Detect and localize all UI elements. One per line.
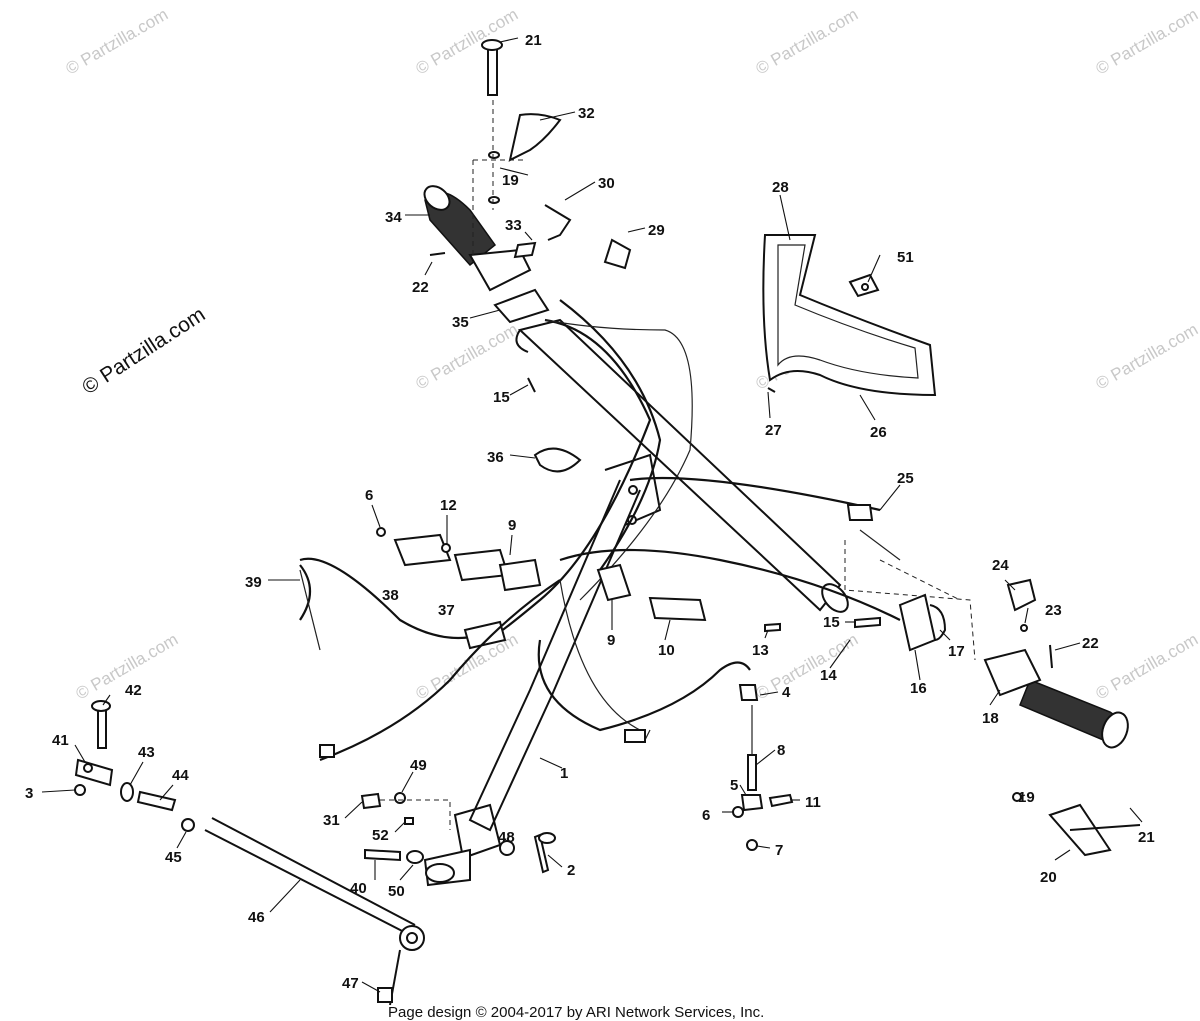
part-number-label: 21	[1138, 829, 1155, 846]
part-number-label: 12	[440, 497, 457, 514]
part-number-label: 48	[498, 829, 515, 846]
part-number-label: 46	[248, 909, 265, 926]
part-number-label: 19	[502, 172, 519, 189]
part-number-label: 5	[730, 777, 738, 794]
part-number-label: 43	[138, 744, 155, 761]
part-number-label: 2	[567, 862, 575, 879]
part-number-label: 10	[658, 642, 675, 659]
part-number-label: 21	[525, 32, 542, 49]
watermark: © Partzilla.com	[753, 630, 862, 704]
part-number-label: 7	[775, 842, 783, 859]
right-grip-assembly	[845, 540, 1140, 855]
part-number-label: 36	[487, 449, 504, 466]
part-number-label: 29	[648, 222, 665, 239]
part-number-label: 26	[870, 424, 887, 441]
tie-rod	[205, 818, 424, 1005]
part-number-label: 52	[372, 827, 389, 844]
part-number-label: 3	[25, 785, 33, 802]
watermark: © Partzilla.com	[1093, 320, 1200, 394]
part-number-label: 30	[598, 175, 615, 192]
part-number-label: 23	[1045, 602, 1062, 619]
part-number-label: 15	[823, 614, 840, 631]
part-number-label: 9	[508, 517, 516, 534]
part-number-label: 22	[1082, 635, 1099, 652]
part-number-label: 9	[607, 632, 615, 649]
part-number-label: 35	[452, 314, 469, 331]
part-number-label: 22	[412, 279, 429, 296]
part-number-label: 8	[777, 742, 785, 759]
part-number-label: 31	[323, 812, 340, 829]
part-number-label: 42	[125, 682, 142, 699]
part-number-label: 33	[505, 217, 522, 234]
part-number-label: 51	[897, 249, 914, 266]
watermark: © Partzilla.com	[1093, 5, 1200, 79]
part-number-label: 15	[493, 389, 510, 406]
part-number-label: 39	[245, 574, 262, 591]
part-number-label: 1	[560, 765, 568, 782]
watermark: © Partzilla.com	[413, 5, 522, 79]
part-number-label: 18	[982, 710, 999, 727]
part-number-label: 13	[752, 642, 769, 659]
part-number-label: 4	[782, 684, 791, 701]
part-number-label: 44	[172, 767, 189, 784]
part-number-label: 50	[388, 883, 405, 900]
page-footer: Page design © 2004-2017 by ARI Network S…	[388, 1004, 848, 1021]
part-number-label: 11	[805, 794, 821, 811]
part-number-label: 25	[897, 470, 914, 487]
part-number-label: 19	[1018, 789, 1035, 806]
part-number-label: 34	[385, 209, 402, 226]
part-number-label: 6	[365, 487, 373, 504]
part-number-label: 27	[765, 422, 782, 439]
watermark: © Partzilla.com	[1093, 630, 1200, 704]
part-number-label: 47	[342, 975, 359, 992]
part-number-label: 37	[438, 602, 455, 619]
part-number-label: 28	[772, 179, 789, 196]
part-number-label: 20	[1040, 869, 1057, 886]
part-number-label: 32	[578, 105, 595, 122]
leader-lines	[42, 38, 1142, 992]
part-number-label: 6	[702, 807, 710, 824]
left-grip-assembly	[420, 40, 630, 392]
watermark: © Partzilla.com	[753, 5, 862, 79]
part-number-label: 40	[350, 880, 367, 897]
part-number-label: 17	[948, 643, 965, 660]
part-number-label: 24	[992, 557, 1009, 574]
part-callouts: 21 32 19 30 34 33 29 22 35 15 36 28 51 2…	[25, 32, 1155, 992]
partzilla-watermark: © Partzilla.com	[78, 303, 209, 399]
part-number-label: 16	[910, 680, 927, 697]
part-number-label: 49	[410, 757, 427, 774]
part-number-label: 45	[165, 849, 182, 866]
watermark: © Partzilla.com	[63, 5, 172, 79]
part-number-label: 14	[820, 667, 837, 684]
part-number-label: 38	[382, 587, 399, 604]
left-tie-rod-end	[75, 701, 194, 831]
part-number-label: 41	[52, 732, 69, 749]
